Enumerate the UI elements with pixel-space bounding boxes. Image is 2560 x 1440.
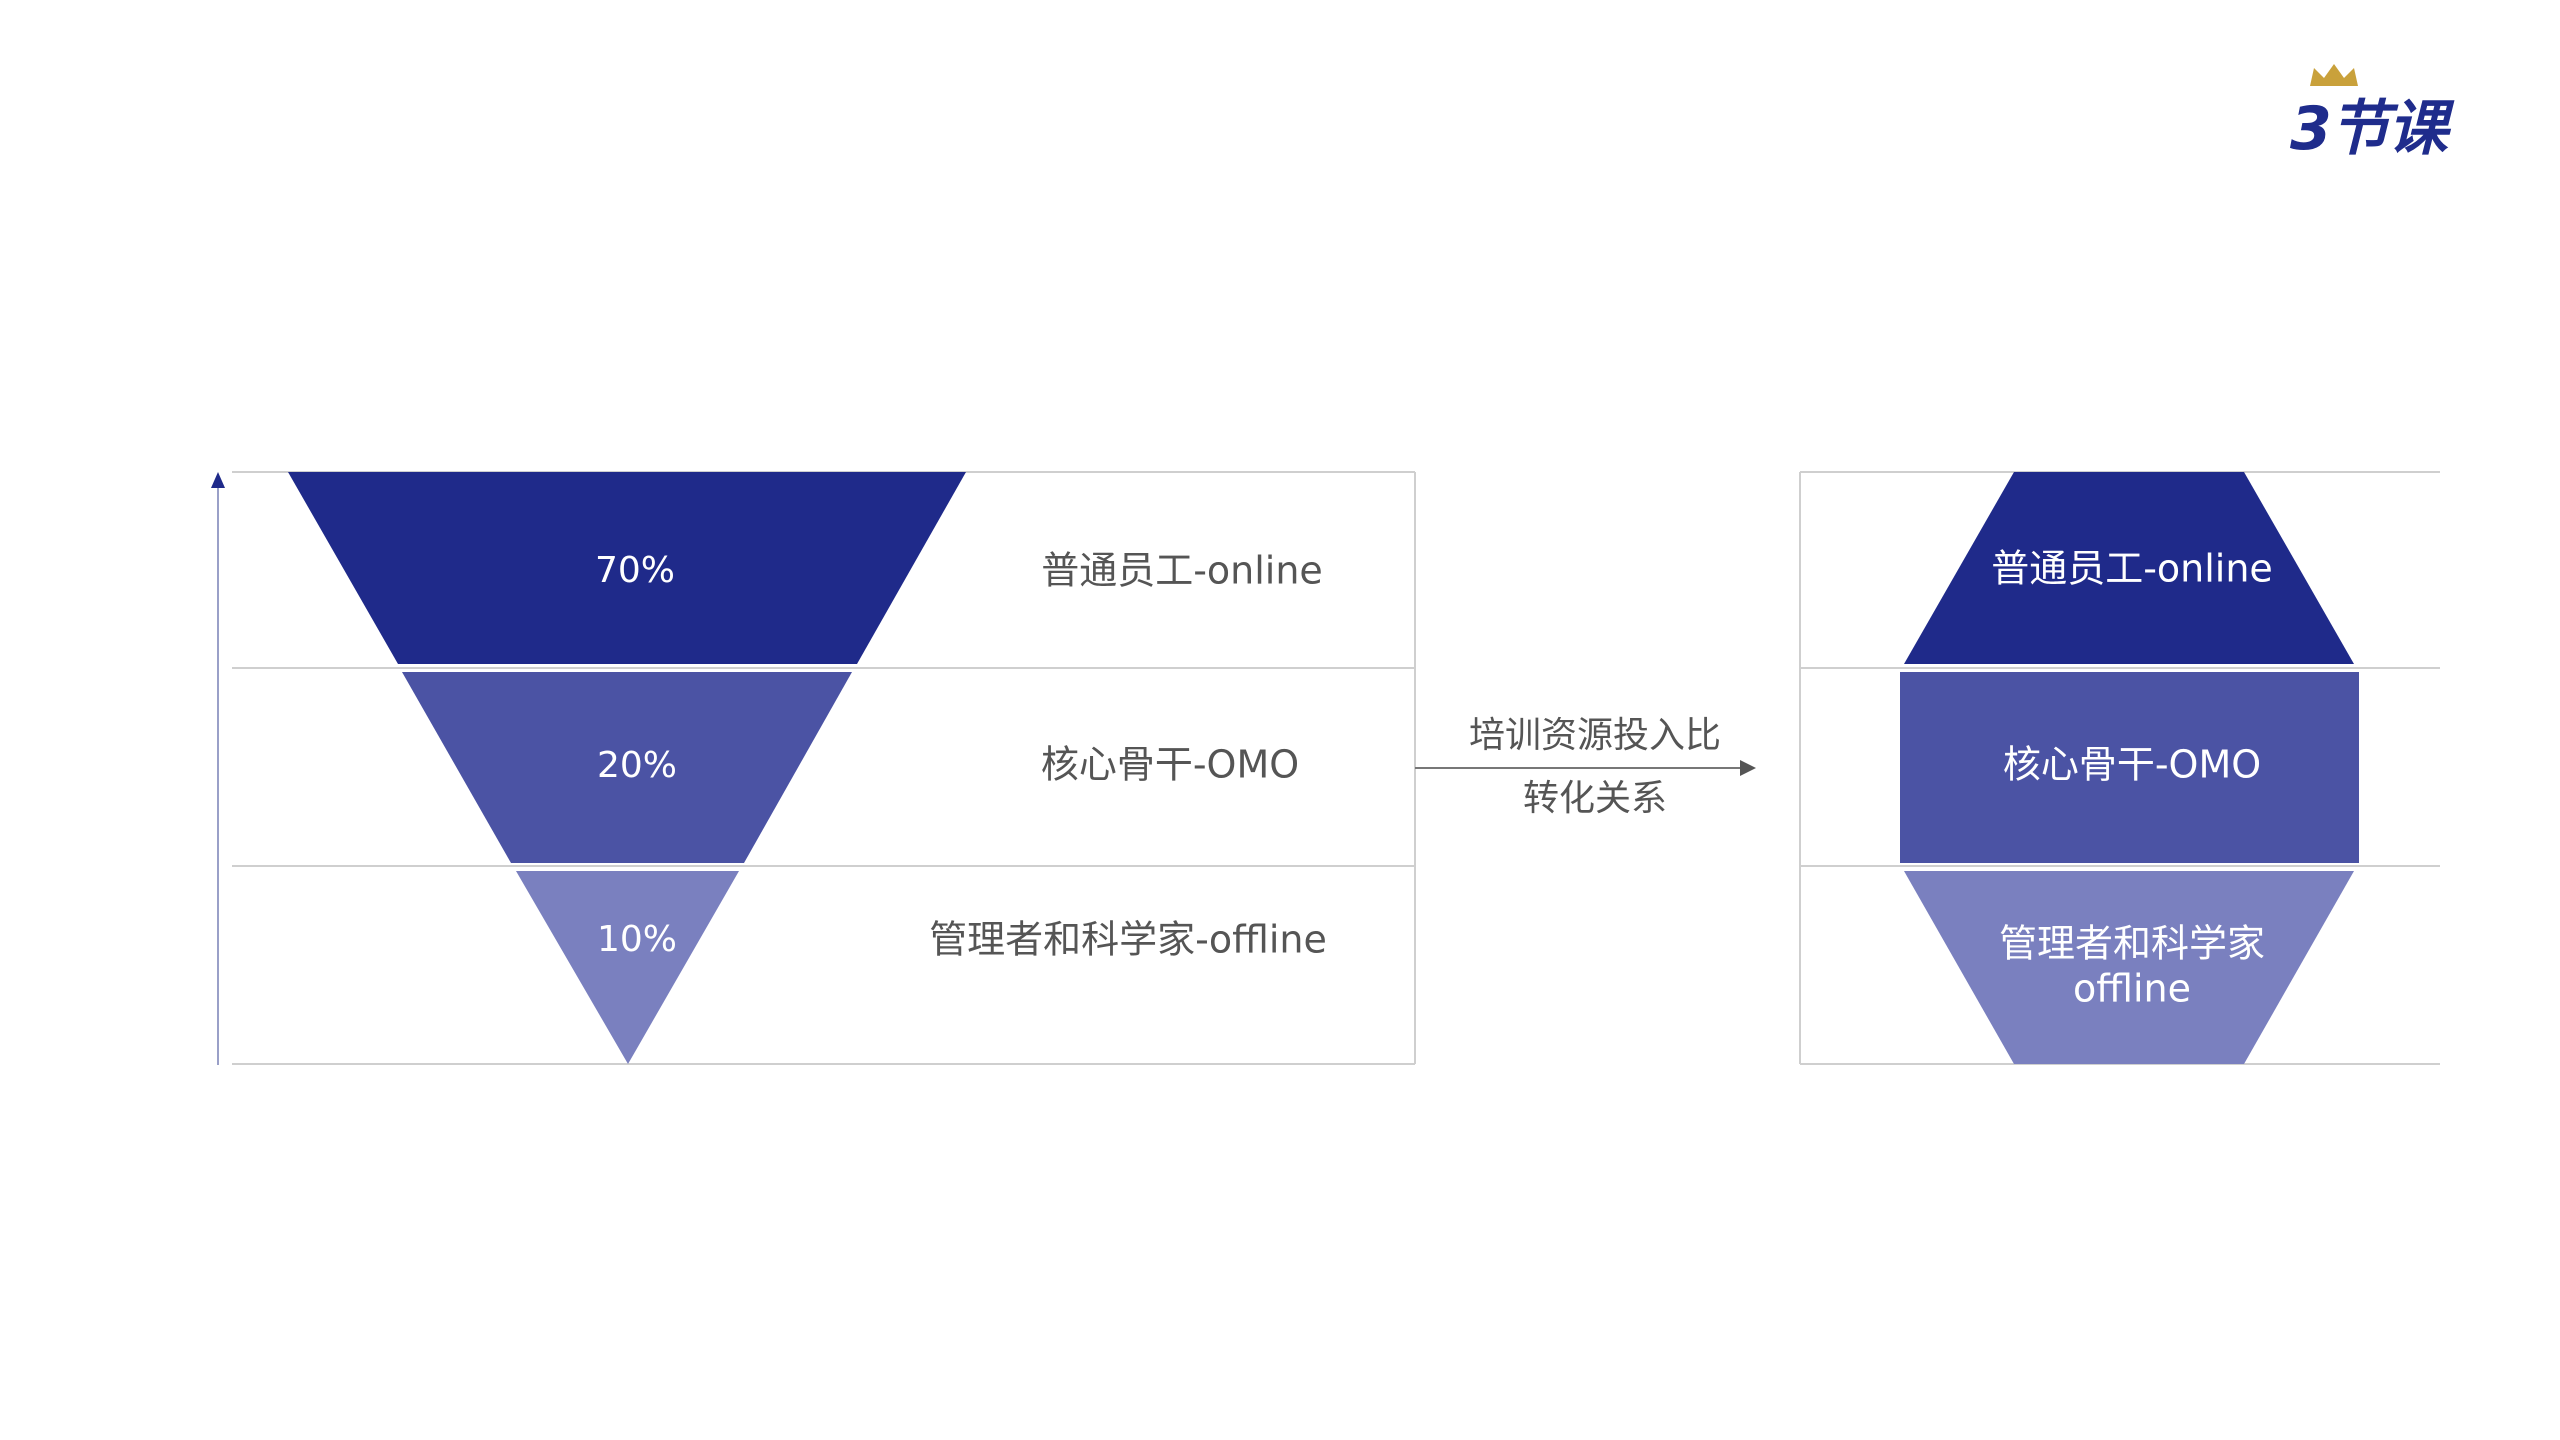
crown-icon (2310, 64, 2358, 86)
left-tier-2-label: 核心骨干-OMO (1041, 743, 1299, 787)
left-tier-2-percent: 20% (597, 745, 677, 786)
right-tier-3-label: 管理者和科学家 (1999, 922, 2265, 966)
left-tier-1-shape (288, 472, 966, 664)
relation-text-line-2: 转化关系 (1523, 778, 1667, 819)
right-tier-1-shape (1904, 472, 2354, 664)
left-tier-3-percent: 10% (597, 919, 677, 960)
left-tier-3-shape (516, 871, 739, 1064)
relation-text-line-1: 培训资源投入比 (1469, 715, 1721, 756)
axis-arrow-icon (211, 472, 225, 488)
left-tier-3-label: 管理者和科学家-offline (929, 918, 1327, 962)
left-tier-1-percent: 70% (595, 550, 675, 591)
left-tier-1-label: 普通员工-online (1041, 549, 1323, 593)
right-tier-2-shape (1900, 672, 2359, 863)
right-tier-2-label: 核心骨干-OMO (2003, 743, 2261, 787)
left-tier-2-shape (402, 672, 852, 863)
brand-logo: 3节课 (2290, 62, 2510, 172)
relation-arrow-icon (1740, 760, 1756, 776)
right-tier-1-label: 普通员工-online (1991, 547, 2273, 591)
right-tier-3-label-line-2: offline (2073, 967, 2191, 1011)
logo-text: 3节课 (2290, 94, 2448, 164)
right-tier-3-shape (1904, 871, 2354, 1064)
